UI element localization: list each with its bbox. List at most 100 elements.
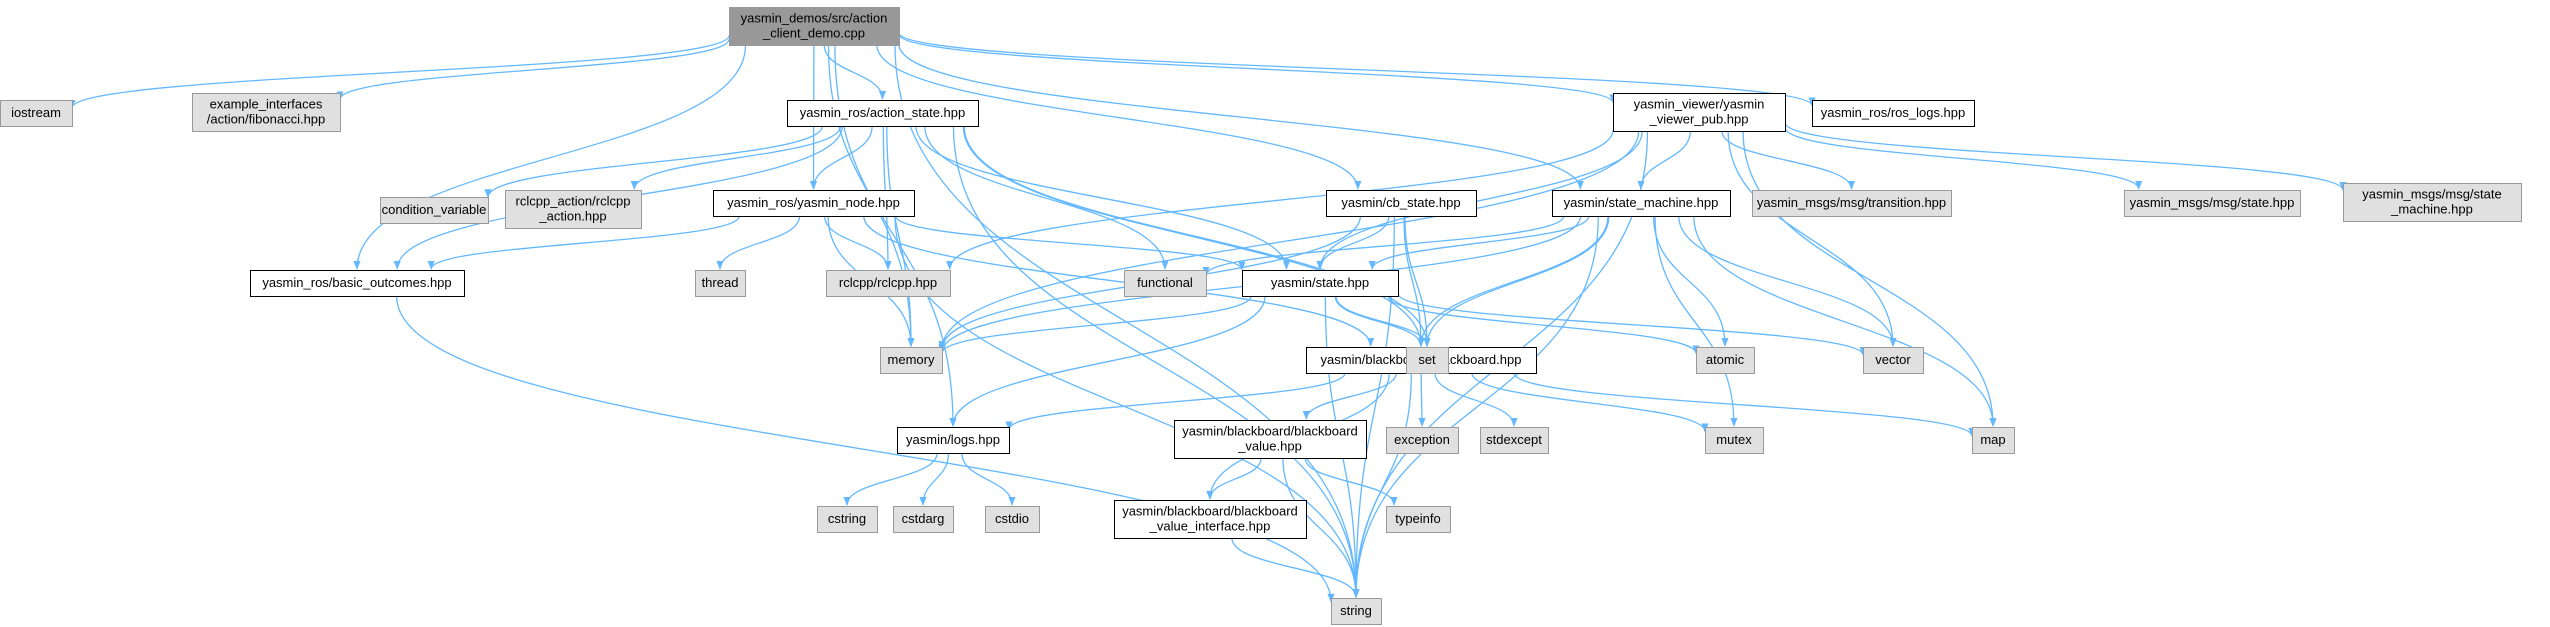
dependency-edges [68, 32, 2347, 603]
node-label-logs-0: yasmin/logs.hpp [906, 432, 1000, 447]
node-box-rclcpp[interactable] [826, 270, 951, 297]
node-iostream[interactable]: iostream [0, 100, 73, 127]
node-box-memory[interactable] [880, 347, 943, 374]
node-msg_state[interactable]: yasmin_msgs/msg/state.hpp [2124, 190, 2301, 217]
node-condition_variable[interactable]: condition_variable [380, 197, 489, 224]
node-label-vector-0: vector [1875, 352, 1911, 367]
node-box-msg_state_machine[interactable] [2343, 183, 2522, 222]
edge-state-to-vector [1397, 293, 1867, 356]
node-label-mutex-0: mutex [1716, 432, 1752, 447]
node-box-vector[interactable] [1863, 347, 1924, 374]
edge-root-to-string [894, 44, 1360, 598]
node-memory[interactable]: memory [880, 347, 943, 374]
node-transition[interactable]: yasmin_msgs/msg/transition.hpp [1752, 190, 1952, 217]
edge-logs-to-cstring [843, 452, 938, 506]
node-basic_outcomes[interactable]: yasmin_ros/basic_outcomes.hpp [250, 270, 465, 297]
edge-root-to-iostream [68, 35, 730, 109]
node-box-iostream[interactable] [0, 100, 73, 127]
node-label-map-0: map [1980, 432, 2005, 447]
node-cstdarg[interactable]: cstdarg [893, 506, 954, 533]
node-label-exception-0: exception [1394, 432, 1450, 447]
node-logs[interactable]: yasmin/logs.hpp [897, 427, 1010, 454]
node-box-msg_state[interactable] [2124, 190, 2301, 217]
node-box-cstdarg[interactable] [893, 506, 954, 533]
edge-root-to-state_machine [898, 44, 1584, 190]
node-box-bb_value_interface[interactable] [1114, 500, 1307, 539]
node-thread[interactable]: thread [695, 270, 746, 297]
node-box-atomic[interactable] [1696, 347, 1755, 374]
edge-blackboard-to-bb_value [1302, 372, 1397, 420]
node-rclcpp_action[interactable]: rclcpp_action/rclcpp_action.hpp [505, 190, 642, 229]
node-root[interactable]: yasmin_demos/src/action_client_demo.cpp [729, 7, 900, 46]
node-functional[interactable]: functional [1124, 270, 1207, 297]
edge-action_state-to-blackboard [962, 125, 1425, 347]
node-label-string-0: string [1340, 603, 1372, 618]
node-cb_state[interactable]: yasmin/cb_state.hpp [1326, 190, 1477, 217]
node-box-example_interfaces[interactable] [192, 93, 341, 132]
node-box-viewer_pub[interactable] [1613, 93, 1786, 132]
node-box-logs[interactable] [897, 427, 1010, 454]
node-msg_state_machine[interactable]: yasmin_msgs/msg/state_machine.hpp [2343, 183, 2522, 222]
node-state[interactable]: yasmin/state.hpp [1242, 270, 1399, 297]
node-label-condition_variable-0: condition_variable [382, 202, 487, 217]
node-box-transition[interactable] [1752, 190, 1952, 217]
node-box-cb_state[interactable] [1326, 190, 1477, 217]
node-cstdio[interactable]: cstdio [985, 506, 1040, 533]
node-rclcpp[interactable]: rclcpp/rclcpp.hpp [826, 270, 951, 297]
node-bb_value_interface[interactable]: yasmin/blackboard/blackboard_value_inter… [1114, 500, 1307, 539]
node-box-functional[interactable] [1124, 270, 1207, 297]
node-mutex[interactable]: mutex [1705, 427, 1764, 454]
node-box-yasmin_node[interactable] [713, 190, 915, 217]
node-box-thread[interactable] [695, 270, 746, 297]
node-bb_value[interactable]: yasmin/blackboard/blackboard_value.hpp [1174, 420, 1367, 459]
node-box-state_machine[interactable] [1552, 190, 1731, 217]
node-box-mutex[interactable] [1705, 427, 1764, 454]
node-box-ros_logs[interactable] [1812, 100, 1975, 127]
edge-viewer_pub-to-transition [1721, 130, 1856, 190]
node-box-action_state[interactable] [787, 100, 979, 127]
node-box-set[interactable] [1406, 347, 1449, 374]
node-label-root-1: _client_demo.cpp [762, 26, 865, 41]
node-box-map[interactable] [1972, 427, 2015, 454]
edge-cb_state-to-set [1404, 215, 1431, 347]
node-box-basic_outcomes[interactable] [250, 270, 465, 297]
node-map[interactable]: map [1972, 427, 2015, 454]
node-typeinfo[interactable]: typeinfo [1386, 506, 1451, 533]
node-action_state[interactable]: yasmin_ros/action_state.hpp [787, 100, 979, 127]
node-box-cstdio[interactable] [985, 506, 1040, 533]
node-box-typeinfo[interactable] [1386, 506, 1451, 533]
node-exception[interactable]: exception [1386, 427, 1459, 454]
node-cstring[interactable]: cstring [817, 506, 878, 533]
node-viewer_pub[interactable]: yasmin_viewer/yasmin_viewer_pub.hpp [1613, 93, 1786, 132]
node-label-atomic-0: atomic [1706, 352, 1745, 367]
node-box-exception[interactable] [1386, 427, 1459, 454]
node-yasmin_node[interactable]: yasmin_ros/yasmin_node.hpp [713, 190, 915, 217]
edge-state_machine-to-map [1693, 215, 1997, 427]
node-box-bb_value[interactable] [1174, 420, 1367, 459]
node-box-state[interactable] [1242, 270, 1399, 297]
node-example_interfaces[interactable]: example_interfaces/action/fibonacci.hpp [192, 93, 341, 132]
node-box-condition_variable[interactable] [380, 197, 489, 224]
edge-state-to-logs [949, 295, 1266, 427]
node-stdexcept[interactable]: stdexcept [1480, 427, 1549, 454]
node-ros_logs[interactable]: yasmin_ros/ros_logs.hpp [1812, 100, 1975, 127]
node-label-typeinfo-0: typeinfo [1395, 511, 1441, 526]
node-set[interactable]: set [1406, 347, 1449, 374]
edge-state_machine-to-string [1352, 215, 1599, 598]
edge-action_state-to-condition_variable [484, 125, 824, 199]
node-box-rclcpp_action[interactable] [505, 190, 642, 229]
node-box-root[interactable] [729, 7, 900, 46]
node-box-string[interactable] [1331, 598, 1382, 625]
node-box-stdexcept[interactable] [1480, 427, 1549, 454]
edge-bb_value-to-typeinfo [1304, 457, 1398, 506]
edge-viewer_pub-to-map [1742, 130, 1997, 427]
node-atomic[interactable]: atomic [1696, 347, 1755, 374]
node-label-memory-0: memory [888, 352, 935, 367]
edge-viewer_pub-to-msg_state [1784, 127, 2143, 190]
edge-state_machine-to-mutex [1654, 215, 1738, 427]
node-box-cstring[interactable] [817, 506, 878, 533]
node-string[interactable]: string [1331, 598, 1382, 625]
node-state_machine[interactable]: yasmin/state_machine.hpp [1552, 190, 1731, 217]
node-vector[interactable]: vector [1863, 347, 1924, 374]
